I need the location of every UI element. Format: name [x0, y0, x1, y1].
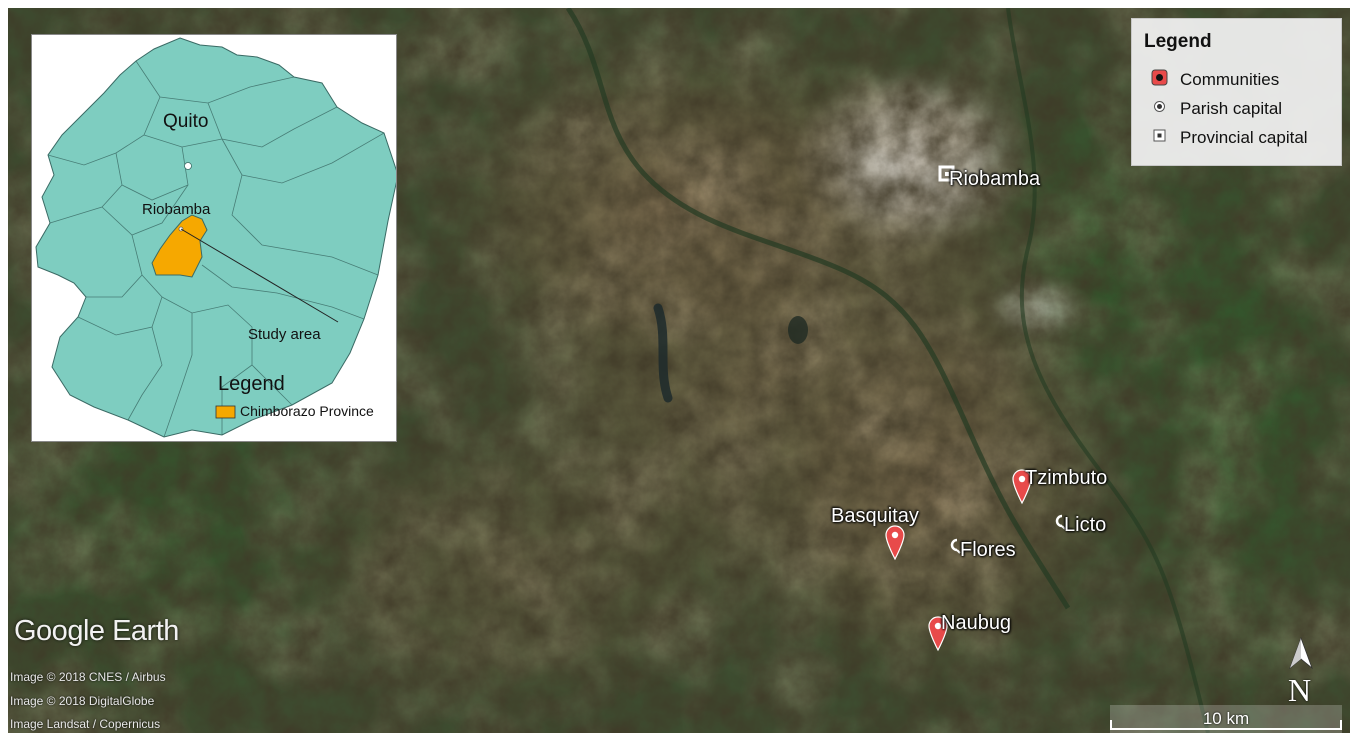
- legend-swatch: [215, 405, 236, 419]
- red-marker-icon: [928, 616, 948, 652]
- inset-locator-map: Quito Riobamba Study area Legend Chimbor…: [31, 34, 397, 442]
- inset-label-study-area: Study area: [248, 326, 321, 343]
- place-label: Riobamba: [949, 168, 1041, 190]
- inset-legend-item: Chimborazo Province: [240, 403, 374, 419]
- google-earth-logo: Google Earth: [14, 615, 179, 647]
- dot-marker-icon: [950, 538, 961, 554]
- imagery-credit: Image Landsat / Copernicus: [10, 717, 161, 731]
- north-arrow-icon: [1289, 636, 1313, 670]
- quito-dot: [184, 162, 192, 170]
- dot-marker-icon: [1055, 514, 1066, 530]
- legend-item-provincial-capital: Provincial capital: [1150, 126, 1308, 151]
- chimborazo-province: [151, 214, 208, 278]
- red-marker-icon: [1012, 469, 1032, 505]
- north-label: N: [1288, 672, 1312, 708]
- place-label: Flores: [960, 539, 1016, 561]
- map-legend: Legend Communities Parish capital Provin…: [1131, 18, 1342, 166]
- legend-item-label: Provincial capital: [1180, 127, 1308, 147]
- place-label: Basquitay: [831, 505, 919, 527]
- imagery-credit: Image © 2018 DigitalGlobe: [10, 694, 155, 708]
- legend-item-label: Parish capital: [1180, 98, 1283, 118]
- legend-item-label: Communities: [1180, 69, 1280, 89]
- scale-bar: 10 km: [1110, 705, 1342, 733]
- red-marker-icon: [1150, 68, 1180, 93]
- square-marker-icon: [938, 165, 955, 182]
- north-arrow: N: [1286, 636, 1316, 708]
- study-area-leader-line: [180, 228, 339, 323]
- imagery-credit: Image © 2018 CNES / Airbus: [10, 670, 166, 684]
- square-marker-icon: [1150, 126, 1180, 151]
- scale-label: 10 km: [1202, 709, 1250, 728]
- ecuador-map: [35, 37, 396, 438]
- place-label: Naubug: [941, 612, 1012, 634]
- legend-title: Legend: [1144, 31, 1212, 52]
- dot-marker-icon: [1150, 97, 1180, 122]
- inset-label-quito: Quito: [163, 111, 209, 132]
- scale-bar-line: [1110, 720, 1342, 730]
- place-label: Licto: [1064, 514, 1107, 536]
- red-marker-icon: [885, 525, 905, 561]
- inset-legend-title: Legend: [218, 373, 285, 395]
- place-label: Tzimbuto: [1025, 467, 1108, 489]
- ecuador-outline: [35, 37, 396, 438]
- inset-label-riobamba: Riobamba: [142, 201, 211, 218]
- legend-item-parish-capital: Parish capital: [1150, 97, 1282, 122]
- legend-item-communities: Communities: [1150, 68, 1279, 93]
